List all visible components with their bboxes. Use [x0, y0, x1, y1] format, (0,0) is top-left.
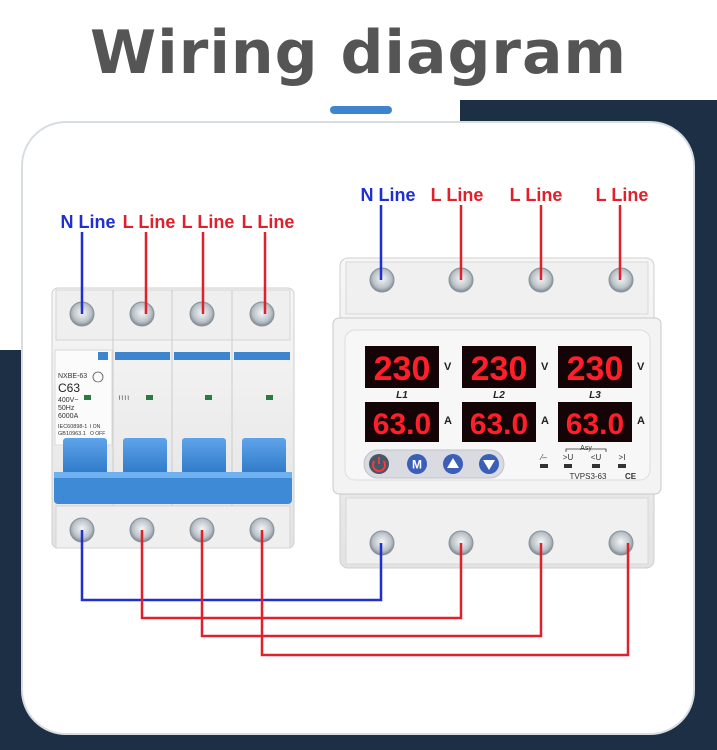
current-reading-l2: 63.0 — [470, 408, 528, 441]
circuit-breaker: NXBE-63 C63 400V~ 50Hz 6000A IEC60898-1 … — [51, 287, 295, 549]
screw-icon — [129, 301, 155, 327]
button-strip — [363, 449, 505, 479]
protector-label-l1: L Line — [431, 185, 484, 205]
mode-button-label: M — [412, 458, 422, 472]
mode-button-cap[interactable] — [407, 454, 427, 474]
protector-label-l3: L Line — [596, 185, 649, 205]
display-voltage-l2 — [462, 346, 536, 388]
indicator-led — [540, 464, 548, 468]
breaker-spec-capacity: 6000A — [58, 413, 79, 420]
voltage-unit-l1: V — [444, 361, 452, 373]
breaker-legend-on: I ON — [90, 424, 101, 430]
mode-button[interactable]: M — [407, 454, 427, 474]
voltage-reading-l3: 230 — [567, 350, 624, 388]
indicator-led — [592, 464, 600, 468]
breaker-standard-2: GB10963.1 — [58, 431, 86, 437]
voltage-reading-l2: 230 — [471, 350, 528, 388]
breaker-label-l2: L Line — [182, 212, 235, 232]
triangle-up-icon — [447, 458, 459, 468]
display-current-l2 — [462, 402, 536, 442]
wire-link-l3 — [260, 530, 630, 657]
up-button[interactable] — [443, 454, 463, 474]
breaker-label-l3: L Line — [242, 212, 295, 232]
breaker-bottom-terminals — [55, 505, 291, 549]
breaker-label-neutral: N Line — [60, 212, 115, 232]
toggle-lever-2[interactable] — [123, 438, 167, 474]
indicator-led — [564, 464, 572, 468]
breaker-legend-off: O OFF — [90, 431, 105, 437]
current-unit-l2: A — [541, 415, 549, 427]
indicator-group-label: Asy — [580, 445, 592, 452]
phase-label-l1: L1 — [396, 390, 408, 401]
cert-mark-icon — [92, 371, 104, 383]
breaker-rating: C63 — [58, 381, 80, 395]
breaker-standard-1: IEC60898-1 — [58, 424, 87, 430]
wire-link-l2 — [200, 530, 543, 638]
voltage-reading-l1: 230 — [374, 350, 431, 388]
display-voltage-l3 — [558, 346, 632, 388]
down-button[interactable] — [479, 454, 499, 474]
wire-link-l1 — [140, 530, 463, 620]
protector-top-screws — [369, 267, 634, 293]
indicator-label-power: ⁄– — [539, 453, 547, 462]
protector-bottom-terminals — [345, 497, 649, 565]
breaker-spec-voltage: 400V~ — [58, 397, 78, 404]
current-unit-l1: A — [444, 415, 452, 427]
display-current-l1 — [365, 402, 439, 442]
status-window — [84, 395, 91, 400]
toggle-lever-4[interactable] — [242, 438, 286, 474]
indicator-label-overvoltage: >U — [563, 453, 574, 462]
toggle-handle-bar[interactable] — [54, 472, 292, 504]
indicator-label-undervoltage: <U — [591, 453, 602, 462]
phase-label-l2: L2 — [493, 390, 505, 401]
page-title: Wiring diagram — [89, 18, 627, 88]
wire-link-neutral — [80, 530, 383, 602]
wires — [80, 205, 630, 657]
indicator-led — [618, 464, 626, 468]
protector-label-l2: L Line — [510, 185, 563, 205]
protector-label-neutral: N Line — [360, 185, 415, 205]
breaker-label-pole1 — [54, 349, 113, 446]
current-unit-l3: A — [637, 415, 645, 427]
voltage-unit-l2: V — [541, 361, 549, 373]
breaker-model: NXBE-63 — [58, 373, 87, 380]
triangle-down-icon — [483, 460, 495, 470]
breaker-label-l1: L Line — [123, 212, 176, 232]
display-current-l3 — [558, 402, 632, 442]
current-reading-l3: 63.0 — [566, 408, 624, 441]
screw-icon — [608, 530, 634, 556]
ce-mark: CE — [625, 472, 637, 481]
protector-wire-labels: N Line L Line L Line L Line — [360, 185, 648, 205]
toggle-lever-3[interactable] — [182, 438, 226, 474]
protector-model: TVPS3-63 — [570, 472, 607, 481]
title-underline — [330, 106, 392, 114]
breaker-wire-labels: N Line L Line L Line L Line — [60, 212, 294, 232]
phase-label-l3: L3 — [589, 390, 601, 401]
voltage-protector: 230 230 230 V V V L1 L2 L3 63.0 63.0 63.… — [332, 257, 662, 569]
voltage-unit-l3: V — [637, 361, 645, 373]
screw-icon — [249, 301, 275, 327]
coil-symbol: ⌇⌇⌇⌇ — [118, 395, 130, 402]
breaker-top-screws — [69, 301, 275, 327]
display-voltage-l1 — [365, 346, 439, 388]
protector-top-terminals — [345, 261, 649, 315]
indicator-label-overcurrent: >I — [619, 453, 626, 462]
power-icon — [372, 460, 386, 472]
current-reading-l1: 63.0 — [373, 408, 431, 441]
toggle-lever-1[interactable] — [63, 438, 107, 474]
breaker-spec-frequency: 50Hz — [58, 405, 75, 412]
power-button[interactable] — [369, 454, 389, 474]
